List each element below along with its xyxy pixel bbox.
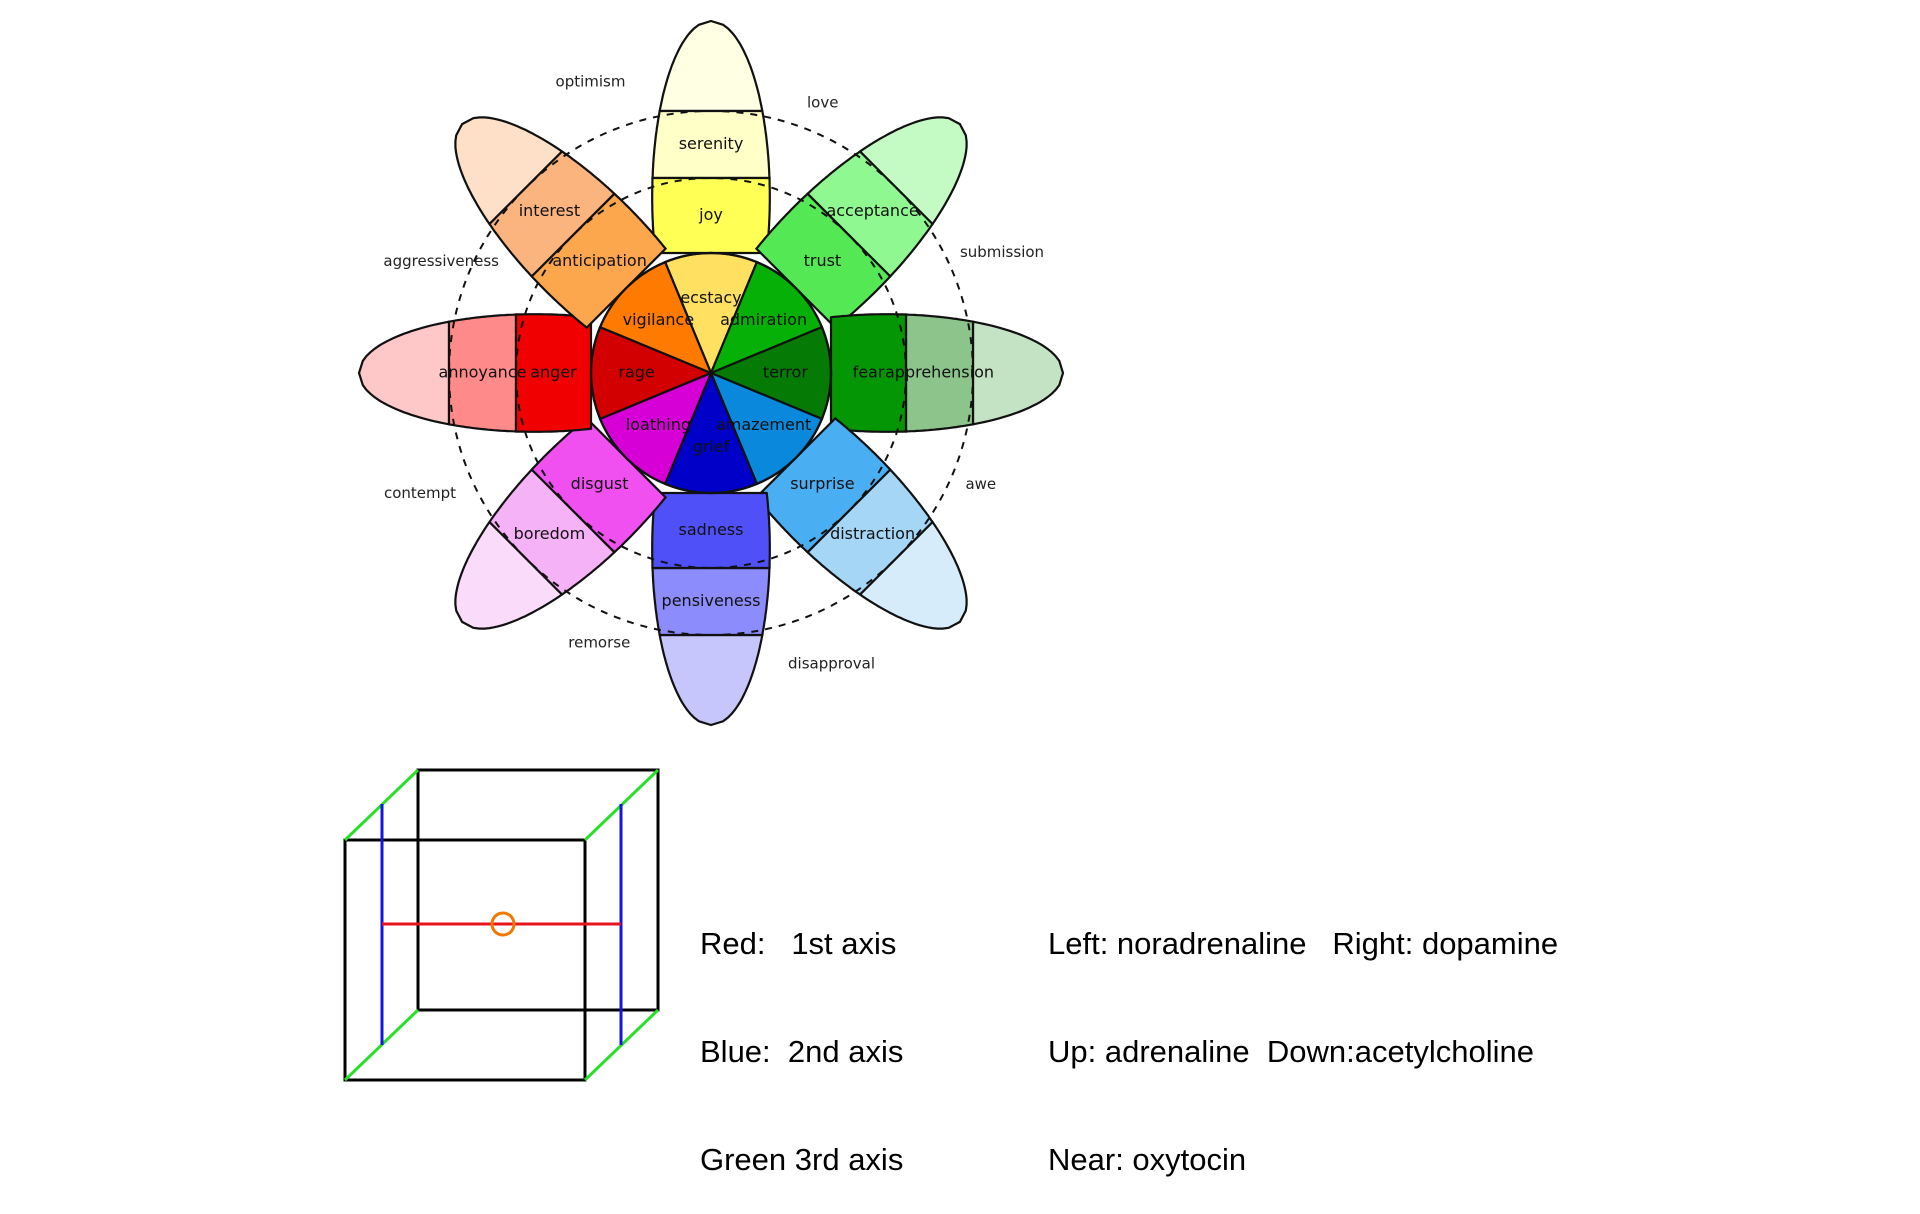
band-middle (754, 416, 892, 554)
petal-joy (651, 19, 771, 376)
emotion-label: apprehension (885, 363, 994, 382)
emotion-label: annoyance (439, 363, 527, 382)
neurotransmitter-legend: Left: noradrenaline Right: dopamine Up: … (1048, 854, 1558, 1214)
emotion-label: vigilance (623, 310, 695, 329)
emotion-label: interest (519, 201, 580, 220)
dyad-label: love (807, 94, 838, 112)
dyad-label: submission (960, 243, 1044, 261)
legend-green-axis: Green 3rd axis (700, 1142, 904, 1177)
neurotransmitter-cube (343, 768, 660, 1082)
emotion-label: rage (618, 363, 654, 382)
dyad-label: contempt (384, 484, 456, 502)
petal-tip (658, 633, 764, 727)
band-outer (447, 313, 518, 433)
band-middle (651, 176, 771, 255)
emotion-wheel: serenity joy ecstacy acceptance trust admirat… (357, 19, 1065, 727)
emotion-label: ecstacy (680, 288, 741, 307)
wheel-labels: serenity joy ecstacy acceptance trust admirat… (439, 134, 994, 610)
petal-anticipation (454, 116, 714, 376)
emotion-label: sadness (679, 520, 744, 539)
dyad-labels: love submission awe disapproval remorse conte… (383, 73, 1044, 673)
emotion-label: grief (693, 437, 730, 456)
middle-dashed-ring (515, 177, 907, 569)
emotion-label: trust (804, 251, 842, 270)
emotion-label: distraction (830, 524, 915, 543)
band-outer (806, 468, 934, 596)
emotion-label: joy (698, 205, 723, 224)
band-middle (530, 192, 668, 330)
band-outer (651, 566, 771, 637)
band-middle (754, 192, 892, 330)
band-middle (514, 313, 593, 433)
dyad-label: aggressiveness (383, 252, 499, 270)
emotion-label: fear (853, 363, 885, 382)
band-middle (651, 491, 771, 570)
petal-tip (858, 116, 968, 226)
petal-sadness (651, 370, 771, 727)
legend-blue-axis: Blue: 2nd axis (700, 1034, 904, 1069)
legend-up-down: Up: adrenaline Down:acetylcholine (1048, 1034, 1534, 1069)
outer-dashed-ring (448, 110, 974, 636)
band-outer (651, 109, 771, 180)
petal-surprise (708, 370, 968, 630)
wheel-petals (357, 19, 1065, 727)
petal-tip (971, 320, 1065, 426)
emotion-label: disgust (571, 474, 629, 493)
band-outer (488, 150, 616, 278)
emotion-label: serenity (679, 134, 744, 153)
band-outer (806, 150, 934, 278)
emotion-label: boredom (514, 524, 586, 543)
inner-ring (589, 251, 833, 495)
legend-left-right: Left: noradrenaline Right: dopamine (1048, 926, 1559, 961)
band-middle (829, 313, 908, 433)
cube-center-marker (490, 911, 516, 937)
petal-anger (357, 313, 714, 433)
emotion-label: anger (530, 363, 577, 382)
legend-red-axis: Red: 1st axis (700, 926, 897, 961)
dyad-label: remorse (568, 633, 630, 651)
petal-tip (454, 520, 564, 630)
dyad-label: awe (965, 475, 996, 493)
petal-tip (357, 320, 451, 426)
emotion-label: terror (763, 363, 808, 382)
emotion-label: anticipation (552, 251, 647, 270)
band-outer (488, 468, 616, 596)
axis-legend: Red: 1st axis Blue: 2nd axis Green 3rd a… (700, 854, 903, 1214)
emotion-label: loathing (626, 415, 691, 434)
emotion-label: amazement (716, 415, 811, 434)
petal-trust (708, 116, 968, 376)
band-outer (904, 313, 975, 433)
petal-tip (454, 116, 564, 226)
emotion-label: surprise (790, 474, 854, 493)
petal-tip (658, 19, 764, 113)
dyad-label: optimism (556, 73, 626, 91)
legend-near: Near: oxytocin (1048, 1142, 1247, 1177)
cube-back-face (416, 768, 660, 1012)
petal-tip (858, 520, 968, 630)
band-middle (530, 416, 668, 554)
emotion-label: acceptance (826, 201, 918, 220)
emotion-label: admiration (720, 310, 807, 329)
emotion-label: pensiveness (662, 591, 761, 610)
petal-disgust (454, 370, 714, 630)
petal-fear (708, 313, 1065, 433)
dyad-label: disapproval (788, 655, 875, 673)
